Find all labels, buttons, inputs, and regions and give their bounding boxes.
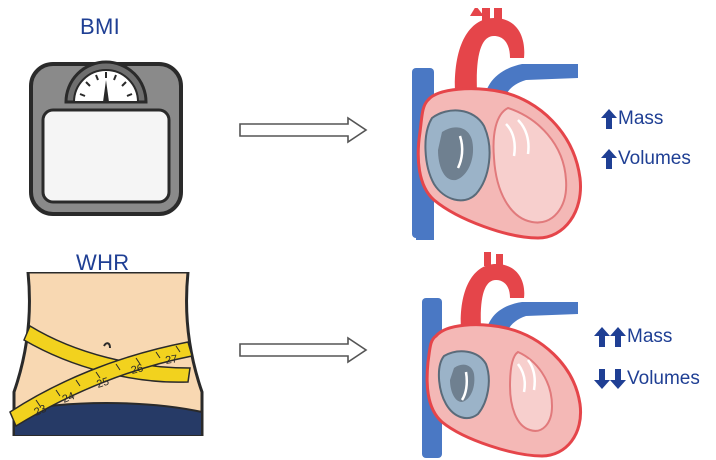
up-arrow-icon	[601, 149, 617, 169]
tape-number: 27	[164, 353, 178, 367]
heart-cross-section-icon	[398, 8, 586, 240]
effect-volumes: Volumes	[594, 368, 700, 390]
effect-volumes: Volumes	[601, 148, 691, 170]
effect-volumes-label: Volumes	[627, 368, 700, 390]
double-down-arrow-icon	[594, 369, 626, 389]
right-arrow-icon	[238, 116, 370, 144]
effect-volumes-label: Volumes	[618, 148, 691, 170]
effect-mass: Mass	[594, 326, 672, 348]
waist-measuring-tape-icon: 23 24 25 26 27	[6, 272, 210, 436]
right-arrow-icon	[238, 336, 370, 364]
effect-mass-label: Mass	[627, 326, 672, 348]
bathroom-scale-icon	[28, 52, 184, 218]
effect-mass: Mass	[601, 108, 663, 130]
bmi-label: BMI	[80, 14, 120, 40]
double-up-arrow-icon	[594, 327, 626, 347]
effect-mass-label: Mass	[618, 108, 663, 130]
up-arrow-icon	[601, 109, 617, 129]
heart-cross-section-icon	[406, 252, 588, 458]
